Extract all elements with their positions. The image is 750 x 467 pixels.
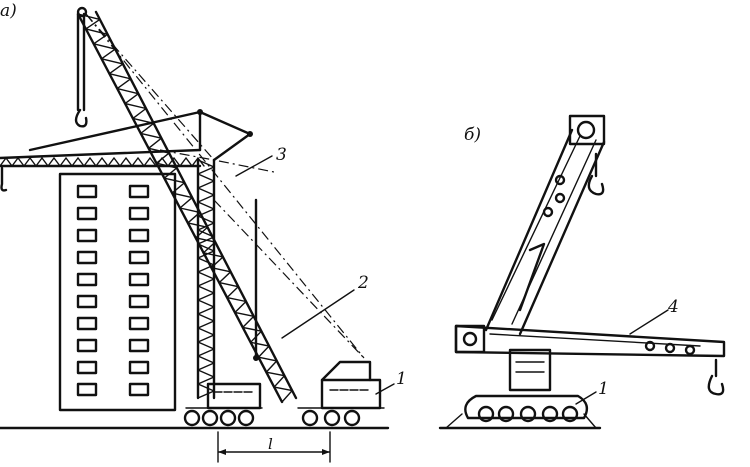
wheel-icon <box>541 405 559 423</box>
raised-boom-b <box>484 114 606 336</box>
wheel-icon <box>219 409 237 427</box>
boom-truss <box>77 13 293 403</box>
building-window <box>76 206 98 221</box>
building-window <box>76 228 98 243</box>
dimension-l: l <box>217 431 331 463</box>
building-window <box>128 206 150 221</box>
wheel-icon <box>519 405 537 423</box>
building-window <box>76 294 98 309</box>
label-dimension-l: l <box>268 435 273 453</box>
building-window <box>128 272 150 287</box>
building-window <box>128 294 150 309</box>
wheel-icon <box>561 405 579 423</box>
panel-a: l а) 3 2 1 <box>0 1 407 463</box>
building <box>58 172 177 412</box>
label-callout-1b: 1 <box>598 379 609 399</box>
building-windows <box>76 184 150 397</box>
hook-rope <box>76 12 86 112</box>
wheel-icon <box>323 409 341 427</box>
tower-hook-icon <box>0 166 8 192</box>
building-window <box>128 316 150 331</box>
label-panel-b: б) <box>464 125 481 145</box>
crane-body-1 <box>320 378 382 410</box>
leader-1b <box>575 391 597 405</box>
panel-b: б) 4 1 <box>438 114 726 430</box>
wheel-icon <box>237 409 255 427</box>
building-window <box>76 338 98 353</box>
building-window <box>128 360 150 375</box>
wheel-icon <box>343 409 361 427</box>
label-callout-3: 3 <box>276 145 287 165</box>
building-window <box>76 316 98 331</box>
building-window <box>128 250 150 265</box>
building-window <box>128 338 150 353</box>
crane-chassis-b <box>445 348 597 429</box>
tower-crane-cab <box>206 382 262 410</box>
building-window <box>76 382 98 397</box>
hook-icon-b2 <box>707 374 725 396</box>
building-window <box>128 184 150 199</box>
label-callout-4: 4 <box>667 297 679 317</box>
wheel-icon <box>497 405 515 423</box>
label-callout-2: 2 <box>357 273 369 293</box>
building-window <box>76 272 98 287</box>
leader-2 <box>281 289 355 339</box>
hook-icon <box>74 108 88 128</box>
leader-3 <box>235 155 273 177</box>
wheel-icon <box>183 409 201 427</box>
horizontal-boom-b <box>454 324 726 396</box>
wheel-icon <box>201 409 219 427</box>
building-window <box>76 184 98 199</box>
hook-icon-b1 <box>587 174 605 196</box>
wheel-icon <box>301 409 319 427</box>
label-panel-a: а) <box>0 1 17 21</box>
tower-crane <box>0 109 263 427</box>
label-callout-1a: 1 <box>396 369 407 389</box>
boom-crane-a <box>74 6 385 427</box>
building-window <box>128 228 150 243</box>
leader-4 <box>629 309 669 335</box>
building-window <box>76 360 98 375</box>
building-window <box>76 250 98 265</box>
tower-mast <box>197 159 215 399</box>
wheel-icon <box>477 405 495 423</box>
leader-1a <box>375 383 395 395</box>
building-window <box>128 382 150 397</box>
crane-cab-b <box>508 348 552 392</box>
